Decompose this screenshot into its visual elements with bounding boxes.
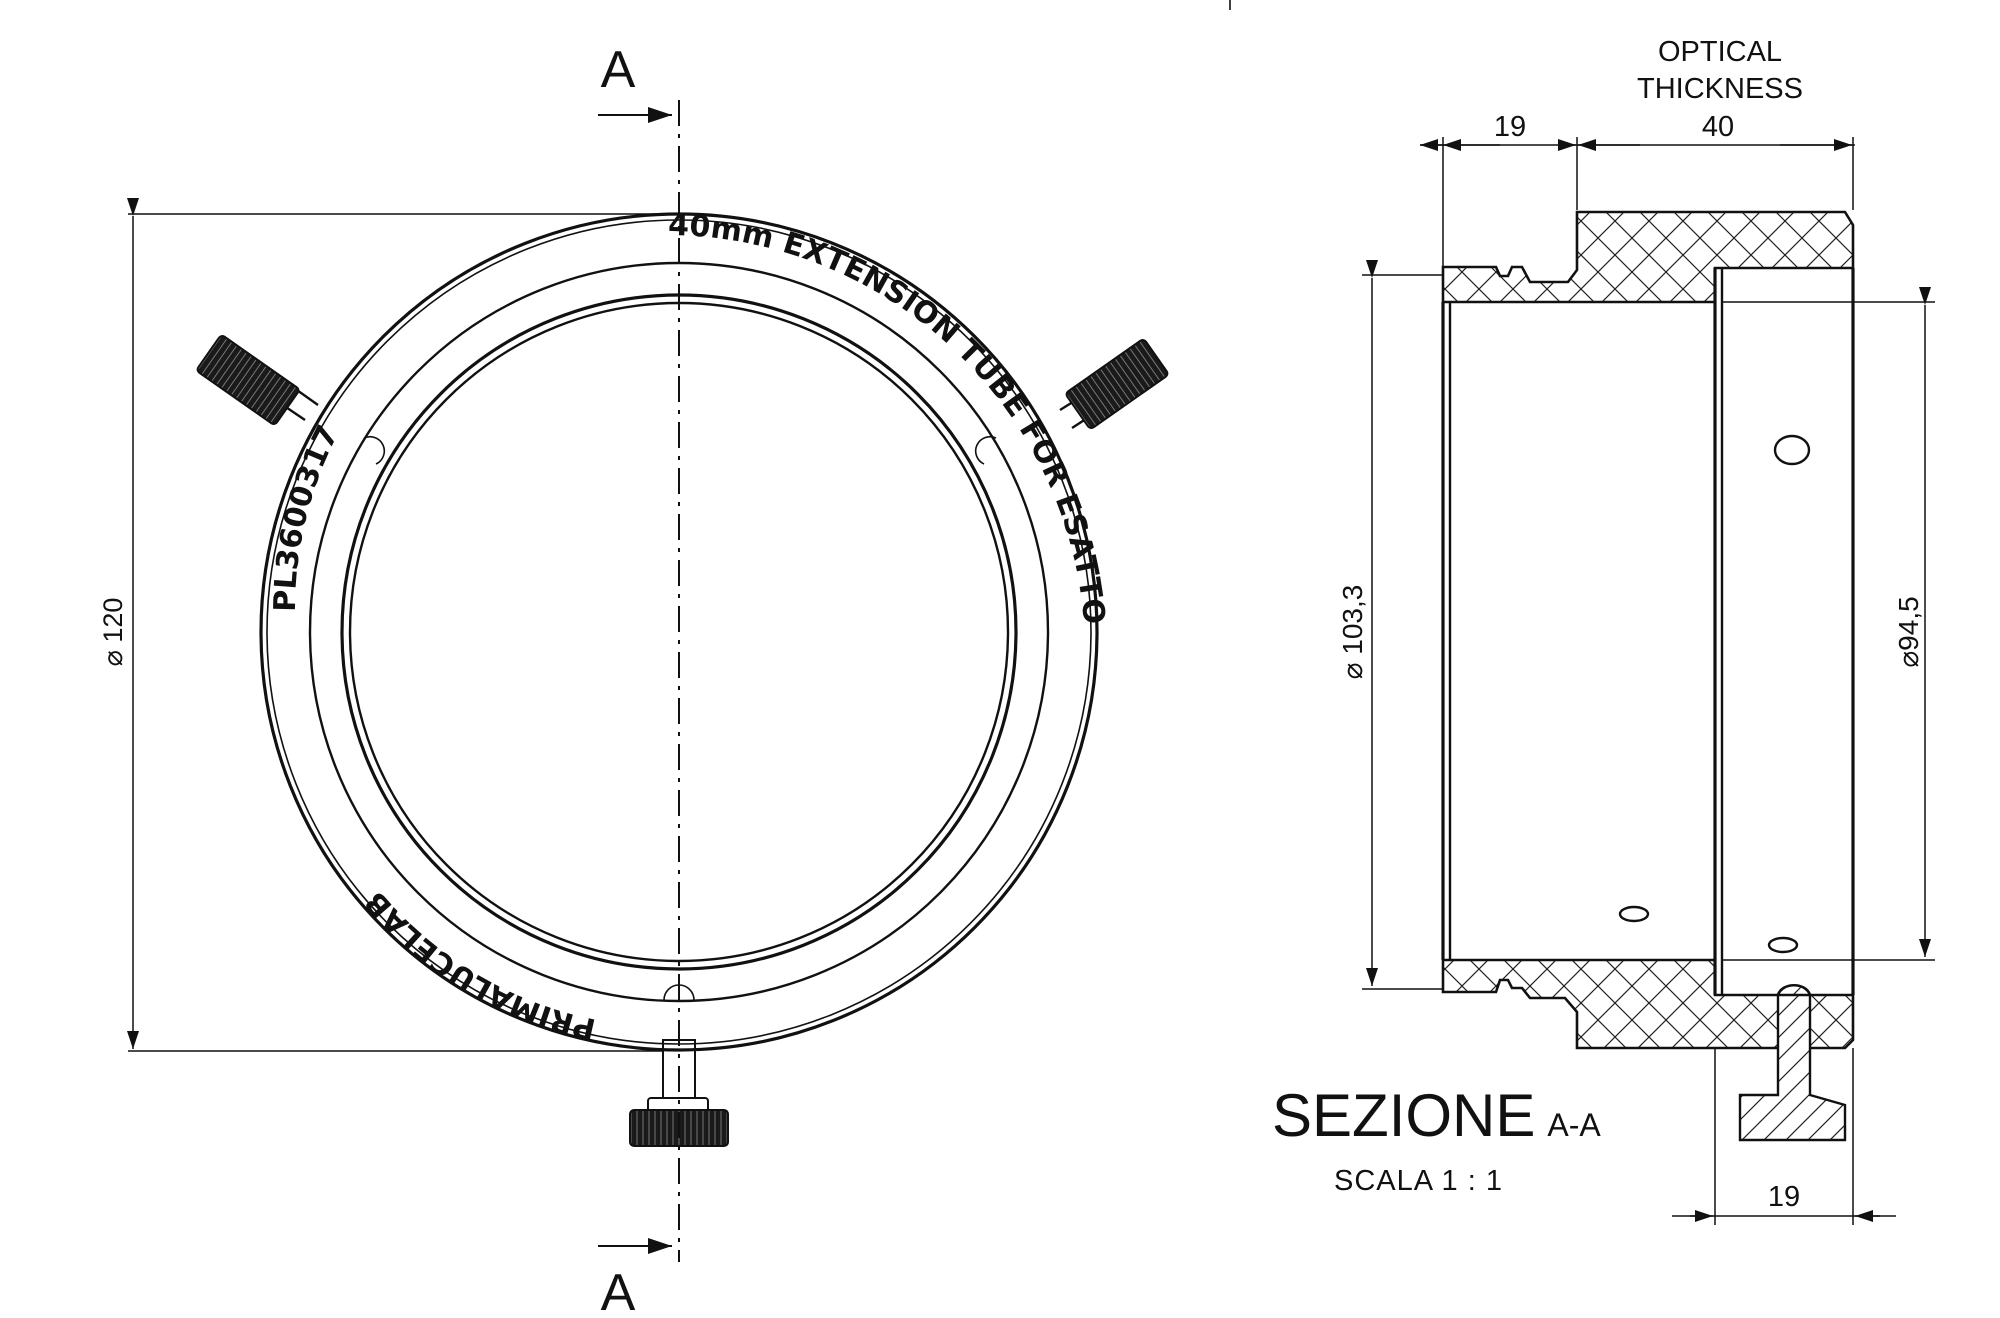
hole-lower-right bbox=[1767, 936, 1799, 954]
front-view: ⌀ 120 bbox=[0, 0, 1169, 1318]
lower-wall-section bbox=[1441, 958, 1855, 1050]
thumbscrew-right bbox=[1059, 339, 1169, 430]
section-mark-top: A bbox=[601, 41, 636, 99]
thumbscrew-left bbox=[196, 335, 319, 425]
engraving-left: PL3600317 bbox=[268, 420, 346, 612]
section-scale: SCALA 1 : 1 bbox=[1334, 1165, 1503, 1197]
diameter-120-label: ⌀ 120 bbox=[98, 598, 128, 667]
dim-bottom-label: 19 bbox=[1768, 1181, 1800, 1213]
dim-103-label: ⌀ 103,3 bbox=[1337, 585, 1368, 680]
dim-optical-label: 40 bbox=[1702, 111, 1734, 143]
engraving-bottom: PRIMALUCELAB bbox=[358, 884, 599, 1046]
knurled-thumbscrew-icon bbox=[1065, 339, 1169, 429]
screw-section bbox=[1738, 993, 1847, 1142]
section-view: OPTICAL THICKNESS 19 40 bbox=[1272, 36, 1935, 1225]
hole-lower-left bbox=[1618, 905, 1650, 923]
dim-94-label: ⌀94,5 bbox=[1893, 596, 1924, 667]
knurled-thumbscrew-icon bbox=[196, 335, 300, 425]
dim-flange-label: 19 bbox=[1494, 111, 1526, 143]
detent-left bbox=[363, 435, 386, 465]
upper-wall-section bbox=[1441, 210, 1855, 304]
detent-right bbox=[974, 435, 997, 465]
optical-thickness-label-line2: THICKNESS bbox=[1637, 73, 1803, 105]
hole-upper bbox=[1773, 434, 1811, 466]
section-mark-bottom: A bbox=[601, 1264, 636, 1318]
optical-thickness-label-line1: OPTICAL bbox=[1658, 36, 1782, 68]
